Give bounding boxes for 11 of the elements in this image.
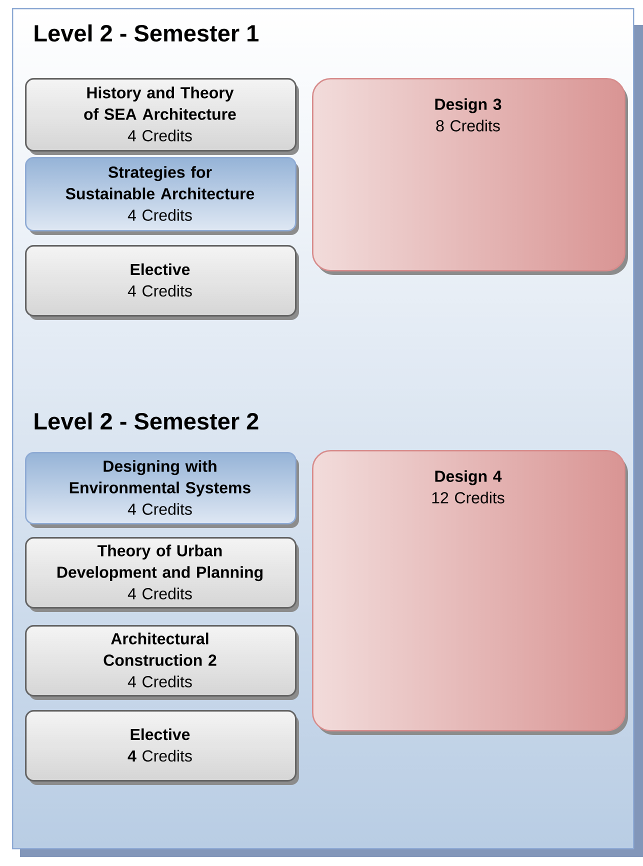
section-heading: Level 2 - Semester 1 bbox=[34, 24, 258, 42]
section-heading: Level 2 - Semester 2 bbox=[34, 412, 258, 430]
course-box: Strategies for Sustainable Architecture 4 Credits bbox=[25, 157, 299, 235]
course-box: Designing with Environmental Systems 4 Credits bbox=[25, 452, 299, 528]
design-box: Design 3 8 Credits bbox=[312, 78, 628, 275]
course-box: History and Theory of SEA Architecture 4 Credits bbox=[25, 78, 299, 155]
design-box: Design 4 12 Credits bbox=[312, 450, 628, 735]
course-box: Elective 4 Credits bbox=[25, 710, 299, 785]
course-box: Theory of Urban Development and Planning 4 Credits bbox=[25, 537, 299, 612]
course-box: Architectural Construction 2 4 Credits bbox=[25, 625, 299, 700]
course-box: Elective 4 Credits bbox=[25, 245, 299, 320]
